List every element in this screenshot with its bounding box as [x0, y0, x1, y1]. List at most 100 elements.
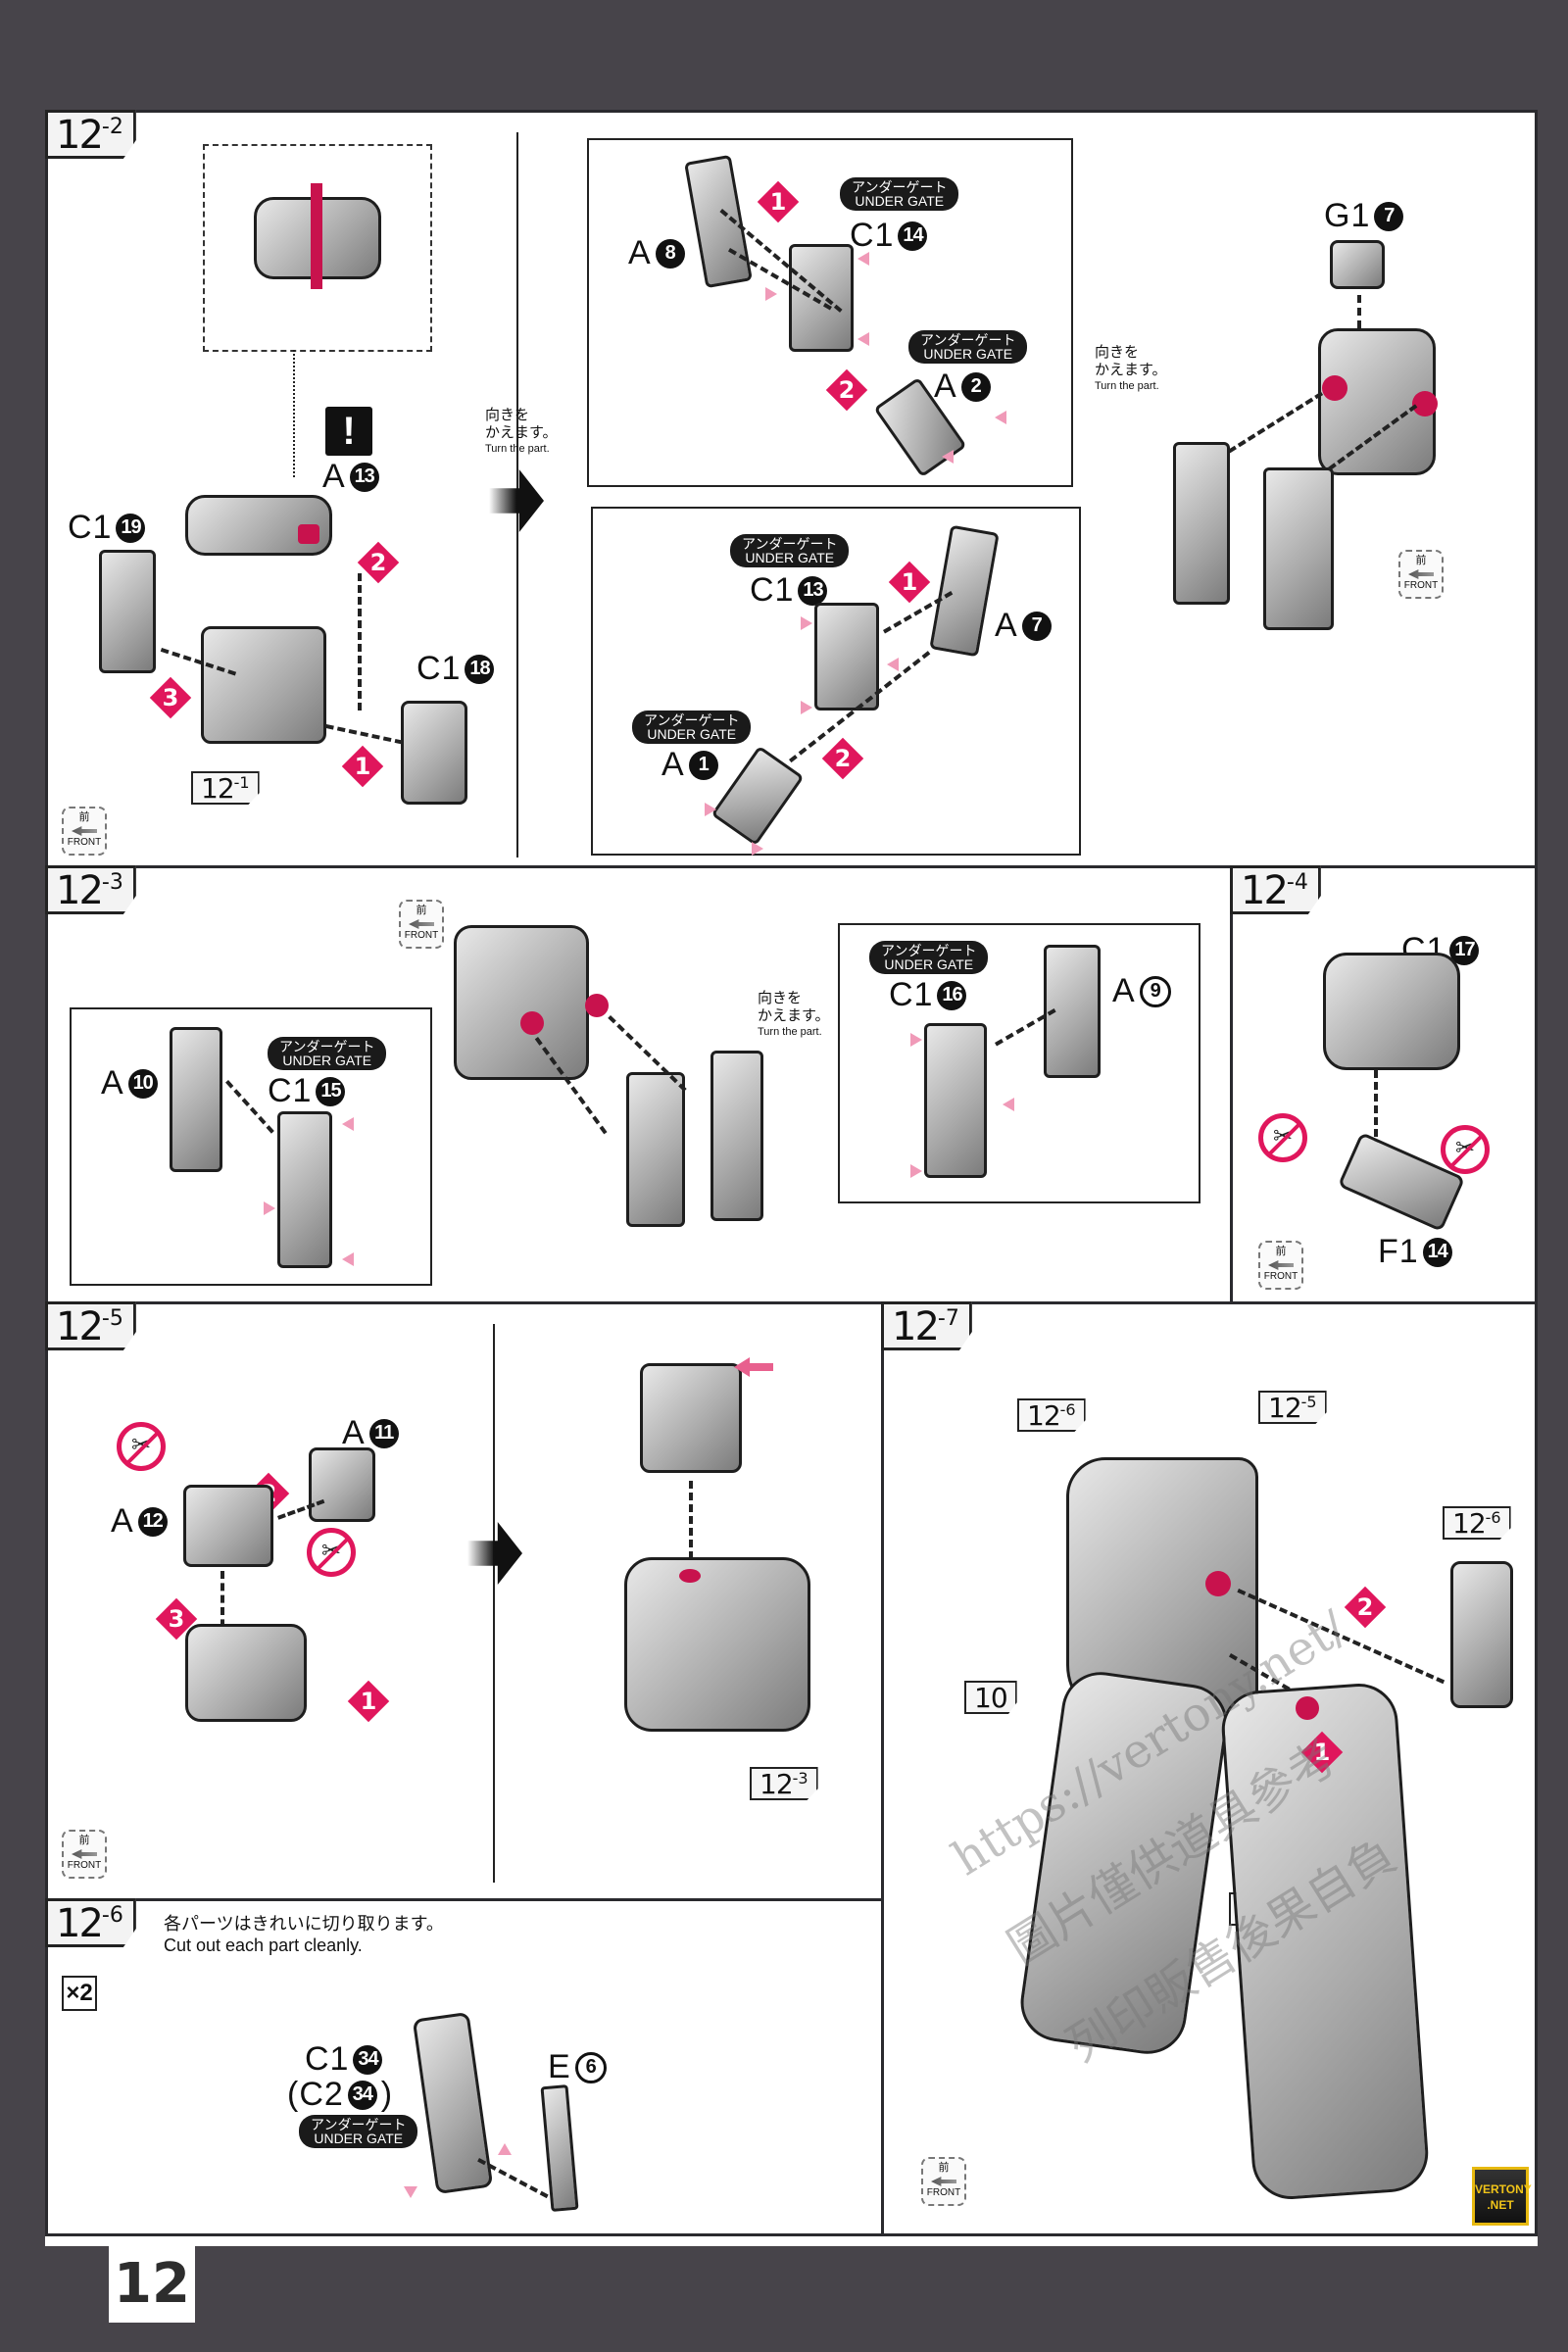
- turn-part-note: 向きをかえます。Turn the part.: [758, 990, 830, 1038]
- caution-icon: !: [325, 407, 372, 456]
- vertony-logo: VERTONY.NET: [1472, 2167, 1532, 2226]
- part-G1-7: [1330, 240, 1385, 289]
- torso-assembly-12-1: [201, 626, 326, 744]
- assembly-arrow: [358, 573, 362, 710]
- ref-12-3: 12-3: [750, 1767, 818, 1800]
- gate-marker: [910, 1164, 922, 1178]
- gate-marker: [342, 1252, 354, 1266]
- detail-callout-box: [203, 144, 432, 352]
- red-peg: [298, 524, 319, 544]
- sequence-badge-1: 1: [341, 745, 384, 788]
- ref-12-1: 12-1: [191, 771, 260, 805]
- gate-marker: [887, 658, 899, 671]
- red-peg: [1412, 391, 1438, 416]
- ref-10: 10: [964, 1681, 1017, 1714]
- sequence-badge-1: 1: [888, 561, 931, 604]
- gate-marker: [752, 842, 763, 856]
- skirt-armor-right: [1450, 1561, 1513, 1708]
- step-number-12-2: 12-2: [45, 110, 136, 159]
- sequence-badge-2: 2: [357, 541, 400, 584]
- instruction-text: 各パーツはきれいに切り取ります。 Cut out each part clean…: [164, 1914, 444, 1955]
- assembly-arrow: [325, 724, 404, 745]
- sequence-badge-1: 1: [347, 1680, 390, 1723]
- sequence-badge-2: 2: [821, 737, 864, 780]
- leg-armor-part: [626, 1072, 685, 1227]
- ref-12-6-right: 12-6: [1443, 1506, 1511, 1540]
- gate-marker: [801, 616, 812, 630]
- no-cut-warning-icon: [117, 1422, 166, 1471]
- gate-marker: [498, 2143, 512, 2155]
- part-C1-16: [924, 1023, 987, 1178]
- step-number-12-5: 12-5: [45, 1301, 136, 1350]
- part-A11: [309, 1447, 375, 1522]
- gate-marker: [1003, 1098, 1014, 1111]
- sequence-badge-1: 1: [757, 180, 800, 223]
- gate-marker: [342, 1117, 354, 1131]
- turn-part-note: 向きをかえます。Turn the part.: [485, 407, 558, 455]
- quantity-badge: ×2: [62, 1976, 97, 2011]
- assembly-arrow: [1374, 1070, 1378, 1149]
- gate-marker: [765, 287, 777, 301]
- step-number-12-7: 12-7: [881, 1301, 972, 1350]
- step-number-12-4: 12-4: [1230, 865, 1321, 914]
- gate-marker: [404, 2186, 417, 2198]
- no-cut-warning-icon: [1441, 1125, 1490, 1174]
- part-A9: [1044, 945, 1101, 1078]
- page-number: 12: [109, 2246, 195, 2323]
- red-peg: [311, 183, 322, 289]
- step-number-12-6: 12-6: [45, 1898, 136, 1947]
- gate-marker: [264, 1201, 275, 1215]
- gate-marker: [910, 1033, 922, 1047]
- part-C1-18: [401, 701, 467, 805]
- sequence-badge-3: 3: [149, 676, 192, 719]
- turn-part-note: 向きをかえます。Turn the part.: [1095, 344, 1167, 392]
- gate-marker: [995, 411, 1006, 424]
- no-cut-warning-icon: [307, 1528, 356, 1577]
- red-peg: [679, 1569, 701, 1583]
- hip-base-part: [185, 1624, 307, 1722]
- torso-assembly: [1318, 328, 1436, 475]
- torso-assembly-12-3: [624, 1557, 810, 1732]
- step-12-7-panel: 12-7 12-6 12-5 12-6 10 11 2 1 https://ve…: [881, 1301, 1538, 2236]
- leg-part-left: [1263, 467, 1334, 630]
- step-number-12-3: 12-3: [45, 865, 136, 914]
- part-C1-14: [789, 244, 854, 352]
- gate-marker: [942, 450, 954, 464]
- part-A12: [183, 1485, 273, 1567]
- leg-part-right: [1173, 442, 1230, 605]
- next-step-arrow-icon: [467, 1522, 522, 1585]
- assembly-arrow: [1357, 295, 1361, 354]
- assembly-arrow: [689, 1481, 693, 1559]
- sequence-badge-2: 2: [825, 368, 868, 412]
- part-C1-15: [277, 1111, 332, 1268]
